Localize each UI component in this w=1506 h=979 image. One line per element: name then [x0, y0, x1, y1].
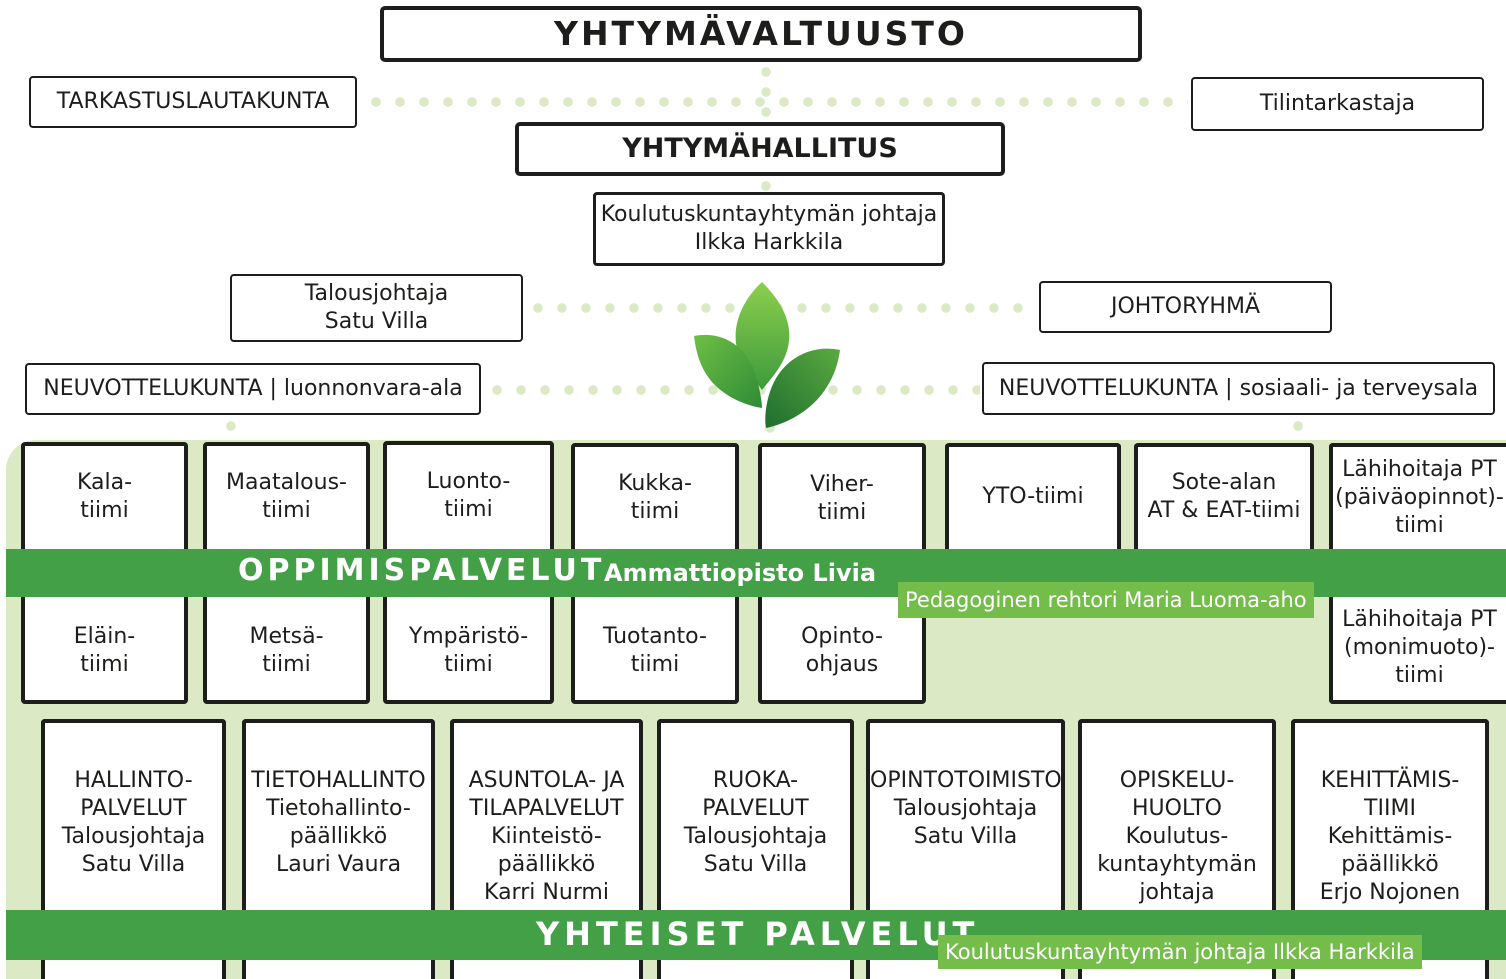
negotiation-right-box: NEUVOTTELUKUNTA | sosiaali- ja terveysal… — [982, 362, 1495, 415]
connector-audit-line — [364, 97, 1188, 107]
team-flower-label: Kukka- tiimi — [618, 471, 692, 524]
finance-director-label: Talousjohtaja Satu Villa — [304, 281, 449, 334]
team-yto-label: YTO-tiimi — [982, 484, 1084, 509]
audit-committee-box: TARKASTUSLAUTAKUNTA — [29, 76, 357, 128]
team-environment-label: Ympäristö- tiimi — [408, 624, 529, 677]
negotiation-left-label: NEUVOTTELUKUNTA | luonnonvara-ala — [43, 376, 463, 401]
council-box: YHTYMÄVALTUUSTO — [380, 6, 1142, 62]
common-services-leader-tag: Koulutuskuntayhtymän johtaja Ilkka Harkk… — [938, 935, 1422, 969]
connector-council-board — [761, 62, 771, 124]
common-services-title: YHTEISET PALVELUT — [536, 915, 980, 953]
auditor-box: Tilintarkastaja — [1191, 77, 1484, 131]
team-fish-label: Kala- tiimi — [76, 470, 133, 523]
service-it-label: TIETOHALLINTO Tietohallinto- päällikkö L… — [251, 768, 426, 877]
ceo-label: Koulutuskuntayhtymän johtaja Ilkka Harkk… — [600, 202, 938, 255]
audit-committee-label: TARKASTUSLAUTAKUNTA — [56, 89, 330, 114]
team-sote-label: Sote-alan AT & EAT-tiimi — [1147, 470, 1301, 523]
service-housing-label: ASUNTOLA- JA TILAPALVELUT Kiinteistö- pä… — [468, 768, 625, 905]
service-administration-label: HALLINTO- PALVELUT Talousjohtaja Satu Vi… — [61, 768, 206, 877]
connector-board-ceo — [761, 176, 771, 192]
common-services-leader-label: Koulutuskuntayhtymän johtaja Ilkka Harkk… — [945, 940, 1415, 964]
board-label: YHTYMÄHALLITUS — [622, 133, 898, 164]
pedagogical-rector-label: Pedagoginen rehtori Maria Luoma-aho — [905, 588, 1307, 612]
team-box-sote: Sote-alan AT & EAT-tiimi — [1134, 443, 1314, 555]
team-agriculture-label: Maatalous- tiimi — [226, 470, 347, 523]
team-animal-label: Eläin- tiimi — [73, 624, 136, 677]
learning-services-title: OPPIMISPALVELUT — [238, 553, 606, 588]
ceo-box: Koulutuskuntayhtymän johtaja Ilkka Harkk… — [593, 192, 945, 266]
pedagogical-rector-tag: Pedagoginen rehtori Maria Luoma-aho — [898, 582, 1314, 618]
management-group-box: JOHTORYHMÄ — [1039, 281, 1332, 333]
team-nature-label: Luonto- tiimi — [426, 469, 511, 522]
team-nurse-day-label: Lähihoitaja PT (päiväopinnot)- tiimi — [1335, 457, 1504, 538]
negotiation-left-box: NEUVOTTELUKUNTA | luonnonvara-ala — [25, 363, 481, 415]
council-label: YHTYMÄVALTUUSTO — [554, 14, 968, 53]
board-box: YHTYMÄHALLITUS — [515, 122, 1005, 176]
management-group-label: JOHTORYHMÄ — [1111, 294, 1260, 319]
service-study-office-label: OPINTOTOIMISTO Talousjohtaja Satu Villa — [870, 768, 1062, 849]
learning-services-subtitle: Ammattiopisto Livia — [604, 559, 877, 587]
connector-center-down — [765, 418, 775, 442]
team-nurse-multimode-label: Lähihoitaja PT (monimuoto)- tiimi — [1342, 607, 1497, 688]
service-development-label: KEHITTÄMIS- TIIMI Kehittämis- päällikkö … — [1319, 768, 1461, 905]
connector-left-down — [226, 416, 236, 442]
auditor-label: Tilintarkastaja — [1259, 91, 1416, 116]
leaf-logo-icon — [694, 282, 840, 428]
team-forest-label: Metsä- tiimi — [249, 624, 324, 677]
negotiation-right-label: NEUVOTTELUKUNTA | sosiaali- ja terveysal… — [998, 375, 1479, 401]
service-student-welfare-label: OPISKELU- HUOLTO Koulutus- kuntayhtymän … — [1097, 768, 1257, 933]
finance-director-box: Talousjohtaja Satu Villa — [230, 274, 523, 342]
connector-right-down — [1293, 416, 1303, 442]
service-food-label: RUOKA- PALVELUT Talousjohtaja Satu Villa — [683, 768, 828, 877]
team-guidance-label: Opinto- ohjaus — [801, 624, 883, 677]
team-green-label: Viher- tiimi — [810, 472, 874, 525]
learning-services-band: OPPIMISPALVELUT Ammattiopisto Livia — [6, 549, 1506, 597]
team-production-label: Tuotanto- tiimi — [603, 624, 707, 677]
team-box-yto: YTO-tiimi — [945, 443, 1121, 555]
